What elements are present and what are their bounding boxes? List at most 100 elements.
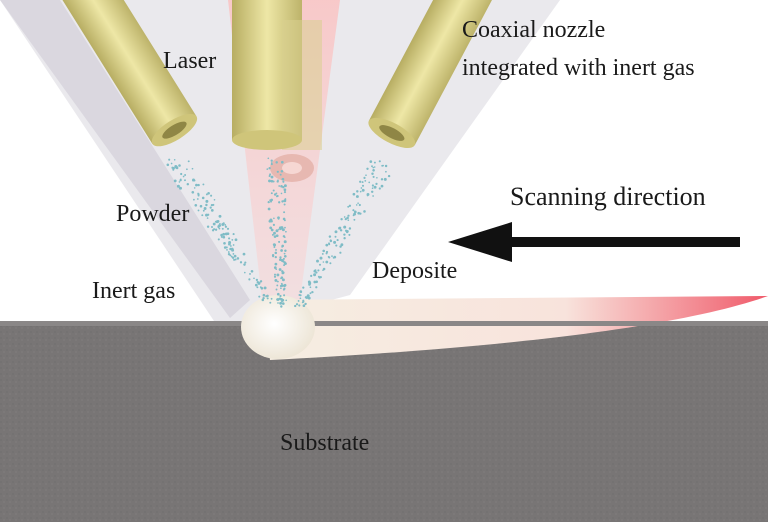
powder-particle xyxy=(256,286,259,289)
powder-particle xyxy=(343,237,346,240)
powder-particle xyxy=(348,233,351,236)
powder-particle xyxy=(361,188,365,192)
powder-particle xyxy=(280,185,283,188)
powder-particle xyxy=(267,207,271,211)
powder-particle xyxy=(207,191,210,195)
powder-particle xyxy=(309,286,312,289)
substrate-label: Substrate xyxy=(280,430,370,456)
powder-particle xyxy=(254,283,258,287)
powder-particle xyxy=(259,280,263,283)
powder-particle xyxy=(272,223,275,226)
powder-particle xyxy=(171,166,174,170)
powder-particle xyxy=(197,193,200,196)
powder-particle xyxy=(279,301,283,305)
powder-particle xyxy=(176,184,180,188)
melt-pool xyxy=(241,295,315,359)
powder-particle xyxy=(372,175,375,178)
powder-particle xyxy=(363,210,366,213)
powder-particle xyxy=(267,157,270,160)
powder-particle xyxy=(272,243,276,246)
powder-particle xyxy=(236,257,240,260)
powder-particle xyxy=(328,242,330,245)
powder-particle xyxy=(266,297,269,300)
powder-particle xyxy=(272,255,275,258)
powder-particle xyxy=(365,174,367,177)
powder-particle xyxy=(328,235,332,238)
powder-particle xyxy=(348,204,352,207)
powder-particle xyxy=(278,240,281,243)
powder-particle xyxy=(261,298,265,302)
powder-particle xyxy=(170,162,173,165)
powder-particle xyxy=(280,287,282,290)
powder-particle xyxy=(262,293,266,297)
powder-particle xyxy=(281,246,283,248)
powder-particle xyxy=(222,235,226,239)
powder-particle xyxy=(333,255,337,259)
powder-particle xyxy=(268,219,272,223)
powder-particle xyxy=(325,252,328,255)
powder-particle xyxy=(378,187,381,190)
powder-particle xyxy=(335,244,338,247)
powder-particle xyxy=(196,198,199,200)
powder-particle xyxy=(256,280,260,284)
powder-particle xyxy=(385,170,387,173)
powder-particle xyxy=(347,214,350,217)
powder-particle xyxy=(234,238,238,242)
powder-particle xyxy=(270,175,274,179)
powder-particle xyxy=(274,251,278,255)
powder-particle xyxy=(279,173,282,176)
powder-particle xyxy=(218,227,221,230)
powder-particle xyxy=(253,277,255,280)
powder-particle xyxy=(228,241,232,244)
powder-particle xyxy=(370,190,374,194)
powder-particle xyxy=(306,294,310,298)
inert-gas-cone-left-edge xyxy=(0,0,250,318)
powder-particle xyxy=(221,227,224,230)
powder-particle xyxy=(268,179,271,183)
powder-particle xyxy=(201,196,205,200)
powder-particle xyxy=(275,234,279,238)
powder-particle xyxy=(274,278,278,282)
powder-particle xyxy=(359,180,362,183)
inert-gas-integration-label: integrated with inert gas xyxy=(462,55,695,81)
powder-particle xyxy=(278,226,282,230)
powder-particle xyxy=(214,220,217,223)
powder-particle xyxy=(340,218,343,221)
powder-particle xyxy=(322,267,326,271)
powder-particle xyxy=(319,256,323,260)
powder-particle xyxy=(355,195,359,198)
powder-particle xyxy=(340,243,344,247)
powder-particle xyxy=(280,249,283,252)
powder-particle xyxy=(205,193,208,196)
powder-particle xyxy=(186,182,190,186)
powder-particle xyxy=(278,201,281,204)
deposite-label: Deposite xyxy=(372,258,458,284)
powder-particle xyxy=(276,292,280,296)
powder-particle xyxy=(203,207,207,210)
powder-particle xyxy=(231,239,234,241)
powder-particle xyxy=(279,256,282,259)
powder-particle xyxy=(343,216,346,218)
powder-particle xyxy=(186,168,188,171)
powder-particle xyxy=(249,272,251,275)
powder-particle xyxy=(325,260,329,264)
powder-particle xyxy=(197,209,200,212)
powder-particle xyxy=(361,184,365,187)
powder-particle xyxy=(369,160,373,163)
powder-particle xyxy=(382,164,384,167)
powder-particle xyxy=(263,286,267,290)
powder-particle xyxy=(282,271,285,274)
powder-particle xyxy=(226,232,230,236)
powder-particle xyxy=(275,248,277,251)
powder-particle xyxy=(371,187,374,190)
powder-particle xyxy=(180,172,183,176)
powder-particle xyxy=(357,211,361,215)
powder-particle xyxy=(213,198,216,201)
powder-particle xyxy=(317,269,320,272)
powder-particle xyxy=(375,182,378,186)
powder-particle xyxy=(282,186,285,189)
powder-particle xyxy=(372,166,375,169)
powder-particle xyxy=(239,261,243,264)
powder-particle xyxy=(339,251,342,254)
powder-particle xyxy=(346,231,349,234)
